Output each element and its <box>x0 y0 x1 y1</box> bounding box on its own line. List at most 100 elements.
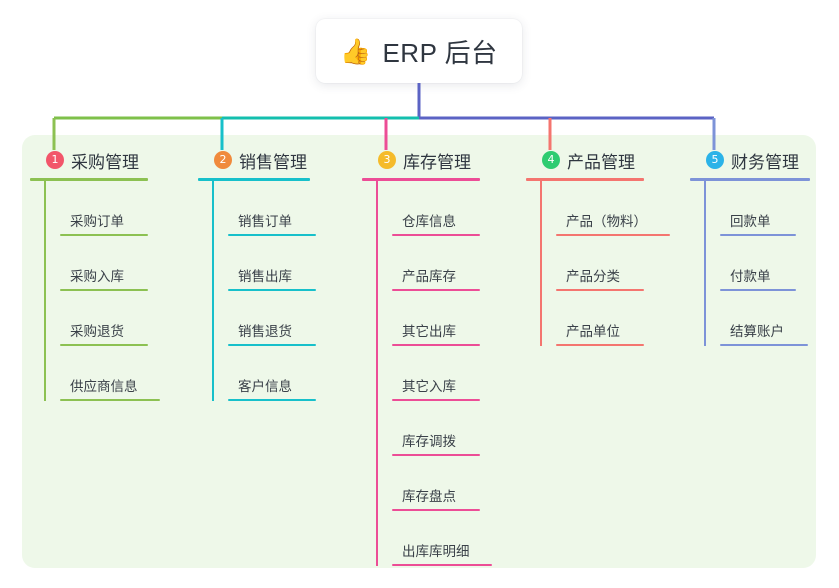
branch-items: 采购订单采购入库采购退货供应商信息 <box>44 181 160 401</box>
leaf-label: 客户信息 <box>238 379 292 394</box>
branch-title: 库存管理 <box>403 152 471 172</box>
leaf-label: 销售出库 <box>238 269 292 284</box>
leaf-rule <box>392 289 480 291</box>
leaf-item[interactable]: 产品单位 <box>556 291 670 346</box>
leaf-label: 产品库存 <box>402 269 456 284</box>
leaf-rule <box>392 509 480 511</box>
leaf-item[interactable]: 采购入库 <box>60 236 160 291</box>
leaf-item[interactable]: 采购订单 <box>60 181 160 236</box>
leaf-item[interactable]: 销售退货 <box>228 291 316 346</box>
leaf-rule <box>556 344 644 346</box>
leaf-rule <box>392 234 480 236</box>
branch-spine <box>212 181 214 401</box>
leaf-rule <box>60 399 160 401</box>
leaf-item[interactable]: 客户信息 <box>228 346 316 401</box>
leaf-item[interactable]: 库存盘点 <box>392 456 492 511</box>
leaf-label: 其它出库 <box>402 324 456 339</box>
branch-column-4: 4 产品管理产品（物料） 产品分类产品单位 <box>526 148 670 346</box>
leaf-label: 销售退货 <box>238 324 292 339</box>
branch-header-rule <box>30 178 148 181</box>
branch-column-2: 2 销售管理销售订单销售出库销售退货客户信息 <box>198 148 316 401</box>
branch-header-4[interactable]: 4 产品管理 <box>526 148 670 172</box>
leaf-rule <box>392 454 480 456</box>
leaf-item[interactable]: 付款单 <box>720 236 810 291</box>
leaf-label: 出库库明细 <box>402 544 470 559</box>
branch-column-5: 5 财务管理回款单付款单结算账户 <box>690 148 810 346</box>
branch-header-3[interactable]: 3 库存管理 <box>362 148 492 172</box>
leaf-item[interactable]: 其它出库 <box>392 291 492 346</box>
branch-spine <box>540 181 542 346</box>
leaf-rule <box>720 289 796 291</box>
leaf-rule <box>228 234 316 236</box>
branch-badge-icon: 3 <box>378 151 396 169</box>
leaf-label: 产品分类 <box>566 269 620 284</box>
leaf-item[interactable]: 产品分类 <box>556 236 670 291</box>
leaf-label: 销售订单 <box>238 214 292 229</box>
leaf-label: 产品（物料） <box>566 214 647 229</box>
leaf-rule <box>60 234 148 236</box>
leaf-label: 结算账户 <box>730 324 784 339</box>
leaf-item[interactable]: 销售出库 <box>228 236 316 291</box>
leaf-rule <box>392 399 480 401</box>
leaf-item[interactable]: 回款单 <box>720 181 810 236</box>
leaf-rule <box>228 399 316 401</box>
branch-column-1: 1 采购管理采购订单采购入库采购退货供应商信息 <box>30 148 160 401</box>
leaf-label: 采购订单 <box>70 214 124 229</box>
branch-title: 销售管理 <box>239 152 307 172</box>
thumbs-up-icon: 👍 <box>340 37 372 66</box>
leaf-item[interactable]: 库存调拨 <box>392 401 492 456</box>
leaf-item[interactable]: 产品（物料） <box>556 181 670 236</box>
branch-items: 产品（物料） 产品分类产品单位 <box>540 181 670 346</box>
branch-header-5[interactable]: 5 财务管理 <box>690 148 810 172</box>
leaf-item[interactable]: 其它入库 <box>392 346 492 401</box>
leaf-item[interactable]: 出库库明细 <box>392 511 492 566</box>
branch-header-1[interactable]: 1 采购管理 <box>30 148 160 172</box>
leaf-rule <box>556 234 670 236</box>
branch-header-rule <box>198 178 310 181</box>
branch-badge-icon: 4 <box>542 151 560 169</box>
leaf-label: 产品单位 <box>566 324 620 339</box>
branch-badge-icon: 1 <box>46 151 64 169</box>
leaf-rule <box>720 344 808 346</box>
leaf-rule <box>60 289 148 291</box>
leaf-rule <box>392 344 480 346</box>
leaf-item[interactable]: 采购退货 <box>60 291 160 346</box>
branch-spine <box>376 181 378 566</box>
leaf-label: 采购入库 <box>70 269 124 284</box>
leaf-item[interactable]: 产品库存 <box>392 236 492 291</box>
branch-items: 仓库信息产品库存其它出库其它入库库存调拨库存盘点出库库明细 <box>376 181 492 566</box>
leaf-rule <box>228 344 316 346</box>
branch-header-rule <box>690 178 810 181</box>
leaf-label: 库存盘点 <box>402 489 456 504</box>
branch-title: 采购管理 <box>71 152 139 172</box>
leaf-item[interactable]: 仓库信息 <box>392 181 492 236</box>
leaf-rule <box>228 289 316 291</box>
branch-items: 回款单付款单结算账户 <box>704 181 810 346</box>
branch-title: 财务管理 <box>731 152 799 172</box>
leaf-label: 仓库信息 <box>402 214 456 229</box>
branch-column-3: 3 库存管理仓库信息产品库存其它出库其它入库库存调拨库存盘点出库库明细 <box>362 148 492 566</box>
branch-badge-icon: 5 <box>706 151 724 169</box>
leaf-label: 付款单 <box>730 269 771 284</box>
leaf-rule <box>60 344 148 346</box>
root-node[interactable]: 👍 ERP 后台 <box>316 19 522 83</box>
branch-items: 销售订单销售出库销售退货客户信息 <box>212 181 316 401</box>
leaf-label: 供应商信息 <box>70 379 138 394</box>
branch-header-rule <box>526 178 644 181</box>
branch-title: 产品管理 <box>567 152 635 172</box>
branch-header-2[interactable]: 2 销售管理 <box>198 148 316 172</box>
branches-panel <box>22 135 816 568</box>
branch-spine <box>704 181 706 346</box>
leaf-item[interactable]: 结算账户 <box>720 291 810 346</box>
leaf-rule <box>720 234 796 236</box>
leaf-label: 库存调拨 <box>402 434 456 449</box>
leaf-item[interactable]: 供应商信息 <box>60 346 160 401</box>
leaf-label: 回款单 <box>730 214 771 229</box>
leaf-label: 其它入库 <box>402 379 456 394</box>
leaf-item[interactable]: 销售订单 <box>228 181 316 236</box>
leaf-rule <box>556 289 644 291</box>
branch-badge-icon: 2 <box>214 151 232 169</box>
branch-spine <box>44 181 46 401</box>
branch-header-rule <box>362 178 480 181</box>
